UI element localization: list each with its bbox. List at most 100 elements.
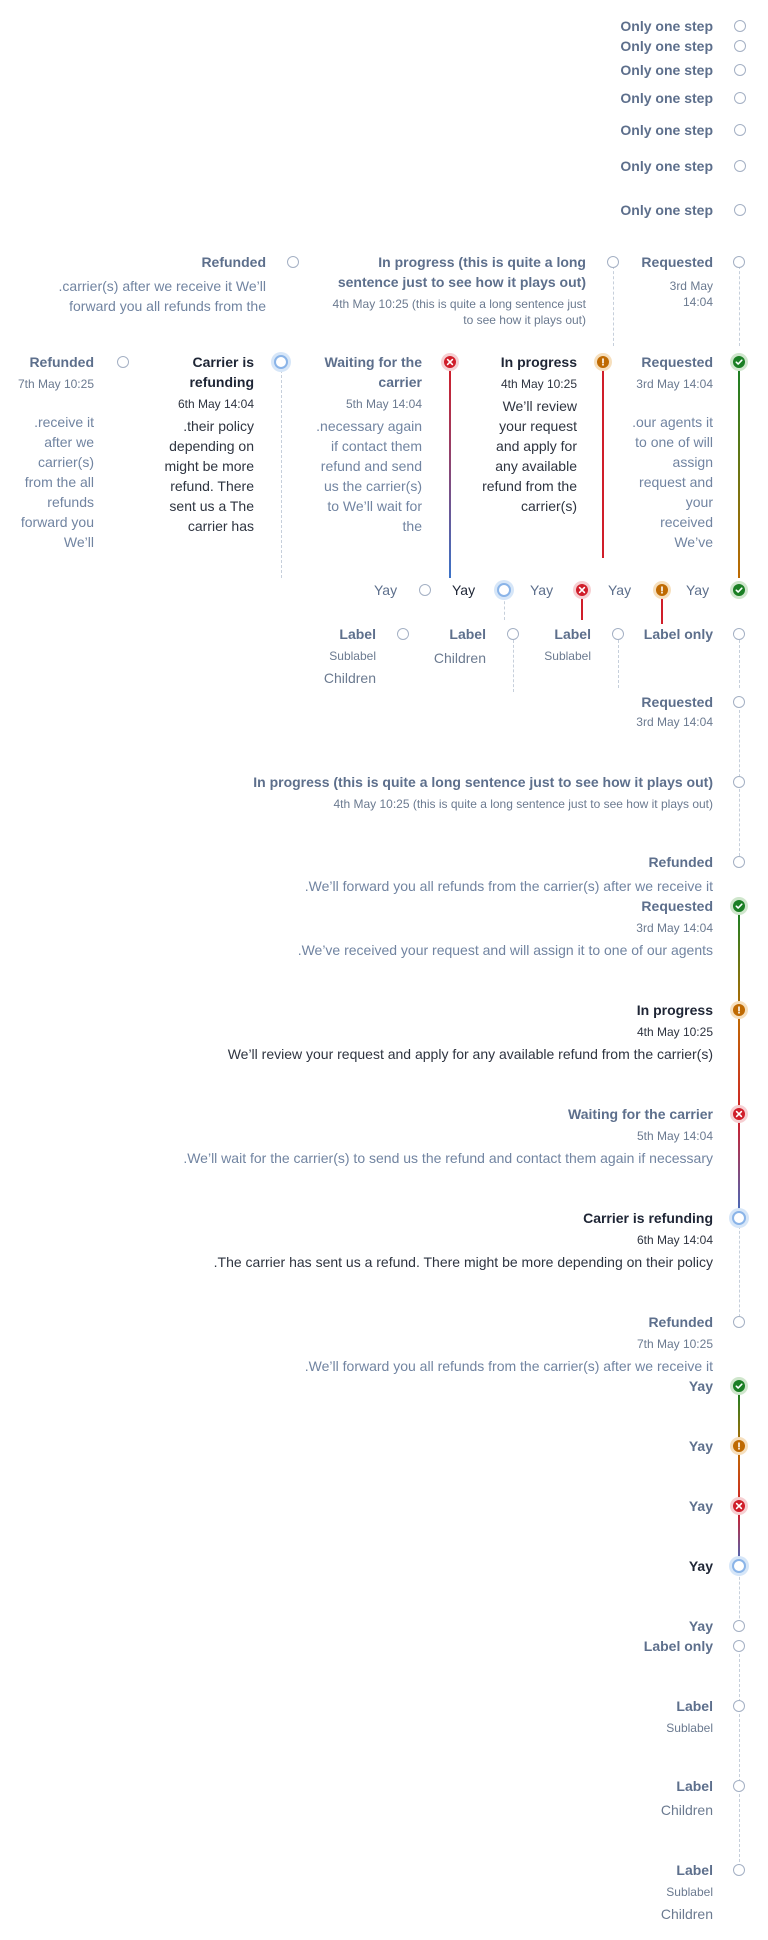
step-label-yay: Yay [530,582,554,598]
step-title-refunded: Refunded [201,254,266,270]
step-label-yay: Yay [452,582,476,598]
step-current-icon [274,355,288,369]
step-idle-icon [733,1700,745,1712]
single-step-label: Only one step [620,202,713,218]
step-current-icon [732,1211,746,1225]
step-idle-icon [117,356,129,368]
step-connector [738,368,740,578]
step-date-waiting-carrier: 5th May 14:04 [636,1129,713,1143]
step-idle-icon [734,20,746,32]
error-icon [733,1500,745,1512]
step-title-in-progress: In progress (this is quite a long senten… [253,774,713,790]
check-icon [733,1380,745,1392]
step-label-only: Label only [643,626,713,642]
check-icon [733,356,745,368]
step-label-yay: Yay [688,1378,713,1394]
step-idle-icon [734,124,746,136]
step-title-in-progress: In progress (this is quite a long senten… [337,254,586,290]
step-desc-requested: .our agents it to one of will assign req… [632,414,713,550]
error-icon [576,584,588,596]
step-idle-icon [734,92,746,104]
step-connector [739,640,740,688]
step-idle-icon [733,1864,745,1876]
step-idle-icon [734,204,746,216]
step-title-waiting-carrier: Waiting for the carrier [568,1106,713,1122]
step-connector [581,596,583,620]
step-sublabel: Sublabel [329,649,376,663]
step-children: Children [660,1906,713,1922]
step-sublabel: Sublabel [544,649,591,663]
single-step-label: Only one step [620,158,713,174]
step-title-refunded: Refunded [648,854,713,870]
step-idle-icon [733,628,745,640]
step-label: Label [449,626,486,642]
error-icon [444,356,456,368]
single-step-label: Only one step [620,90,713,106]
step-label-only: Label only [643,1638,713,1654]
step-desc-waiting-carrier: .necessary again if contact them refund … [316,418,422,534]
step-desc-refunded: .We’ll forward you all refunds from the … [304,878,713,894]
step-title-refunded: Refunded [29,354,94,370]
step-label: Label [554,626,591,642]
step-desc-requested: .We’ve received your request and will as… [297,942,713,958]
step-title-waiting-carrier: Waiting for the carrier [324,354,422,390]
step-desc-waiting-carrier: .We’ll wait for the carrier(s) to send u… [183,1150,713,1166]
step-connector [449,368,451,578]
step-idle-icon [733,856,745,868]
step-date-requested: 3rd May 14:04 [669,279,713,309]
step-label-yay: Yay [686,582,710,598]
step-date-in-progress: 4th May 10:25 [636,1025,713,1039]
step-idle-icon [607,256,619,268]
step-label: Label [676,1698,713,1714]
step-connector [738,1452,740,1508]
step-title-carrier-refunding: Carrier is refunding [189,354,254,390]
step-connector [738,1512,740,1566]
step-label: Label [676,1778,713,1794]
step-title-requested: Requested [641,354,713,370]
step-label-yay: Yay [374,582,398,598]
step-connector [602,368,604,558]
step-title-carrier-refunding: Carrier is refunding [583,1210,713,1226]
warning-icon [597,356,609,368]
step-current-icon [732,1559,746,1573]
step-label-yay: Yay [688,1498,713,1514]
step-label-yay: Yay [688,1558,713,1574]
step-connector [739,1572,740,1628]
step-idle-icon [733,1640,745,1652]
step-idle-icon [734,40,746,52]
step-connector [281,370,282,578]
step-connector [739,266,740,346]
step-label: Label [339,626,376,642]
step-idle-icon [733,1620,745,1632]
step-idle-icon [419,584,431,596]
step-desc-refunded: .carrier(s) after we receive it We’ll fo… [58,278,266,314]
error-icon [733,1108,745,1120]
step-children: Children [323,670,376,686]
step-label-yay: Yay [608,582,632,598]
step-desc-refunded: .We’ll forward you all refunds from the … [304,1358,713,1374]
step-desc-carrier-refunding: .The carrier has sent us a refund. There… [213,1254,713,1270]
step-idle-icon [734,160,746,172]
step-title-in-progress: In progress [500,354,577,370]
step-title-refunded: Refunded [648,1314,713,1330]
step-date-refunded: 7th May 10:25 [17,377,94,391]
step-connector [513,640,514,692]
step-idle-icon [733,776,745,788]
step-date-requested: 3rd May 14:04 [636,921,713,935]
step-connector [738,1392,740,1448]
step-sublabel: Sublabel [666,1885,713,1899]
step-idle-icon [287,256,299,268]
step-connector [661,596,663,624]
step-idle-icon [397,628,409,640]
step-date-in-progress: 4th May 10:25 [500,377,577,391]
step-title-requested: Requested [641,694,713,710]
step-desc-carrier-refunding: .their policy depending on might be more… [164,418,254,534]
step-date-waiting-carrier: 5th May 14:04 [345,397,422,411]
step-connector [738,1120,740,1220]
step-date-carrier-refunding: 6th May 14:04 [177,397,254,411]
step-current-icon [497,583,511,597]
step-date-in-progress: 4th May 10:25 (this is quite a long sent… [332,297,586,327]
step-idle-icon [612,628,624,640]
warning-icon [733,1004,745,1016]
step-children: Children [660,1802,713,1818]
